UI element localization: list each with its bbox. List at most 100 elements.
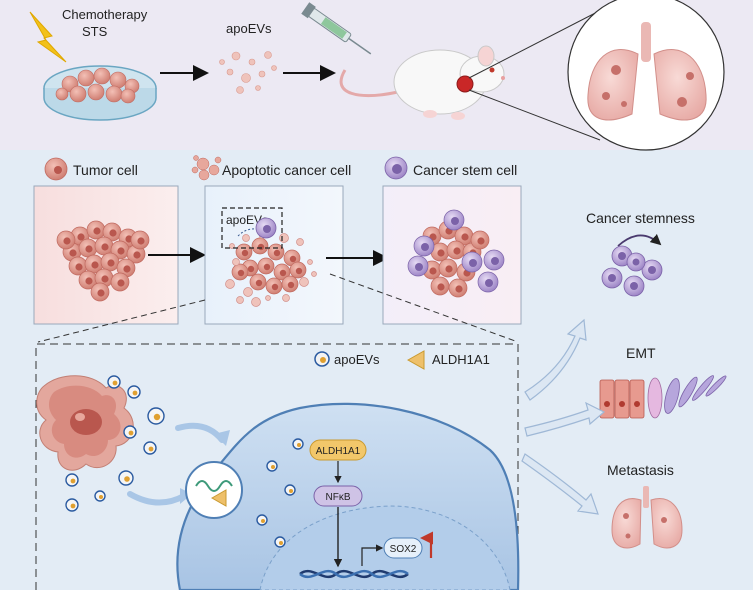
nfkb-node xyxy=(313,485,363,507)
apoev-particle-cargo xyxy=(153,413,161,421)
tumor-cell-nucleus xyxy=(117,279,125,287)
metastatic-lungs-icon xyxy=(611,486,683,549)
apoev-particle-cargo xyxy=(148,446,154,452)
vesicles-label: apoEVs xyxy=(226,21,272,36)
endosome xyxy=(185,461,243,519)
apoptotic-cell-nucleus xyxy=(237,269,245,277)
transcription-arrow xyxy=(361,544,384,566)
stem-cell-nucleus xyxy=(421,243,429,251)
apoevs-legend-icon xyxy=(314,351,330,367)
apoptotic-fragment xyxy=(251,297,261,307)
apoptotic-fragment xyxy=(242,234,250,242)
tumor-cell-nucleus xyxy=(101,243,109,251)
legend-apoevs-text: apoEVs xyxy=(334,352,380,367)
apoptotic-cell-nucleus xyxy=(287,281,295,289)
apoptotic-cell-nucleus xyxy=(257,243,265,251)
tumor-cell-nucleus xyxy=(477,237,485,245)
tumor-cell-nucleus xyxy=(97,289,105,297)
apoptotic-cell-nucleus xyxy=(241,249,249,257)
aldh1a1-node-label: ALDH1A1 xyxy=(316,446,361,457)
stem-cell-nucleus xyxy=(415,263,423,271)
uptake-arc-arrow xyxy=(237,225,263,237)
tumor-cell-nucleus xyxy=(93,227,101,235)
apoptotic-fragment xyxy=(225,279,235,289)
apoptotic-cell-nucleus xyxy=(279,269,287,277)
tumor-cell-nucleus xyxy=(461,233,469,241)
stem-cluster xyxy=(407,209,505,298)
arrow-to-metastasis xyxy=(521,453,599,515)
tumor-cell-nucleus xyxy=(429,267,437,275)
tumor-cell-nucleus xyxy=(63,237,71,245)
apoptotic-cell-nucleus xyxy=(247,265,255,273)
tumor-cluster xyxy=(56,220,150,302)
zoom-line-lower xyxy=(468,89,601,141)
apoptotic-culture-box xyxy=(204,185,344,325)
stem-cell-label: Cancer stem cell xyxy=(413,162,517,178)
stem-cell-nucleus xyxy=(491,257,499,265)
stem-cell-legend-icon xyxy=(384,156,408,180)
stem-cell-nucleus xyxy=(469,259,477,267)
lungs-zoom-icon xyxy=(567,0,725,151)
legend-aldh1a1-text: ALDH1A1 xyxy=(432,352,490,367)
zoom-line-right xyxy=(329,273,519,343)
stem-cells-group-icon xyxy=(601,245,663,297)
tumor-cell-nucleus xyxy=(133,251,141,259)
treatment-label-line2: STS xyxy=(82,24,108,39)
self-renewal-arrow xyxy=(617,233,662,247)
sox2-node-label: SOX2 xyxy=(390,544,417,555)
treatment-label-line1: Chemotherapy xyxy=(62,7,148,22)
mechanism-panel-frame xyxy=(35,343,519,590)
tumor-cell-nucleus xyxy=(85,277,93,285)
syringe-icon xyxy=(301,2,372,55)
emt-label: EMT xyxy=(626,345,656,361)
apoptotic-fragment xyxy=(282,294,290,302)
petri-dish-icon xyxy=(43,65,157,121)
stem-cell-nucleus xyxy=(485,279,493,287)
apoevs-inset-box xyxy=(221,207,283,249)
apoptotic-fragment xyxy=(232,258,240,266)
tumor-cell-nucleus xyxy=(85,245,93,253)
aldh1a1-legend-icon xyxy=(406,350,425,370)
zoom-line-upper xyxy=(468,7,606,79)
tumor-cell-nucleus xyxy=(453,247,461,255)
tumor-cell-nucleus xyxy=(77,233,85,241)
apoptotic-cell-label: Apoptotic cancer cell xyxy=(222,162,351,178)
apoev-particle-cargo xyxy=(128,430,134,436)
apoptotic-fragment xyxy=(243,287,253,297)
apoptotic-fragment xyxy=(229,243,235,249)
zoom-line-left xyxy=(37,299,206,343)
arrow-to-emt xyxy=(524,401,606,437)
uptake-arrowhead-upper xyxy=(214,430,230,446)
internalized-apoev-cargo xyxy=(289,489,293,493)
stem-cell-nucleus xyxy=(451,217,459,225)
apoev-particle-cargo xyxy=(132,390,138,396)
tumor-cell-nucleus xyxy=(137,237,145,245)
tumor-cell-nucleus xyxy=(91,261,99,269)
outcome-arrows xyxy=(521,318,606,515)
apoptotic-cell-nucleus xyxy=(263,263,271,271)
tumor-cell-legend-icon xyxy=(44,157,68,181)
nfkb-node-label: NFκB xyxy=(326,492,351,503)
tumor-cell-nucleus xyxy=(123,265,131,273)
tumor-cell-nucleus xyxy=(117,247,125,255)
dna-helix-icon xyxy=(299,569,409,579)
apoev-particle-cargo xyxy=(70,478,76,484)
stem-cell-in-inset xyxy=(255,217,277,239)
apoptotic-cell-nucleus xyxy=(271,283,279,291)
mouse-icon xyxy=(339,45,505,120)
internalized-apoev-cargo xyxy=(297,443,301,447)
sox2-node xyxy=(383,537,423,559)
stemness-label: Cancer stemness xyxy=(586,210,695,226)
uptake-arrow-lower xyxy=(127,491,187,506)
arrow-to-stemness xyxy=(524,318,587,401)
internalized-apoev-cargo xyxy=(279,541,283,545)
apoptotic-cluster xyxy=(225,233,317,307)
apoptotic-fragment xyxy=(236,296,244,304)
apoptotic-cell-nucleus xyxy=(295,267,303,275)
tumor-cell-nucleus xyxy=(75,263,83,271)
apoevs-particles xyxy=(65,375,165,512)
tumor-cell-nucleus xyxy=(437,283,445,291)
apoev-particle-cargo xyxy=(124,476,130,482)
metastasis-label: Metastasis xyxy=(607,462,674,478)
